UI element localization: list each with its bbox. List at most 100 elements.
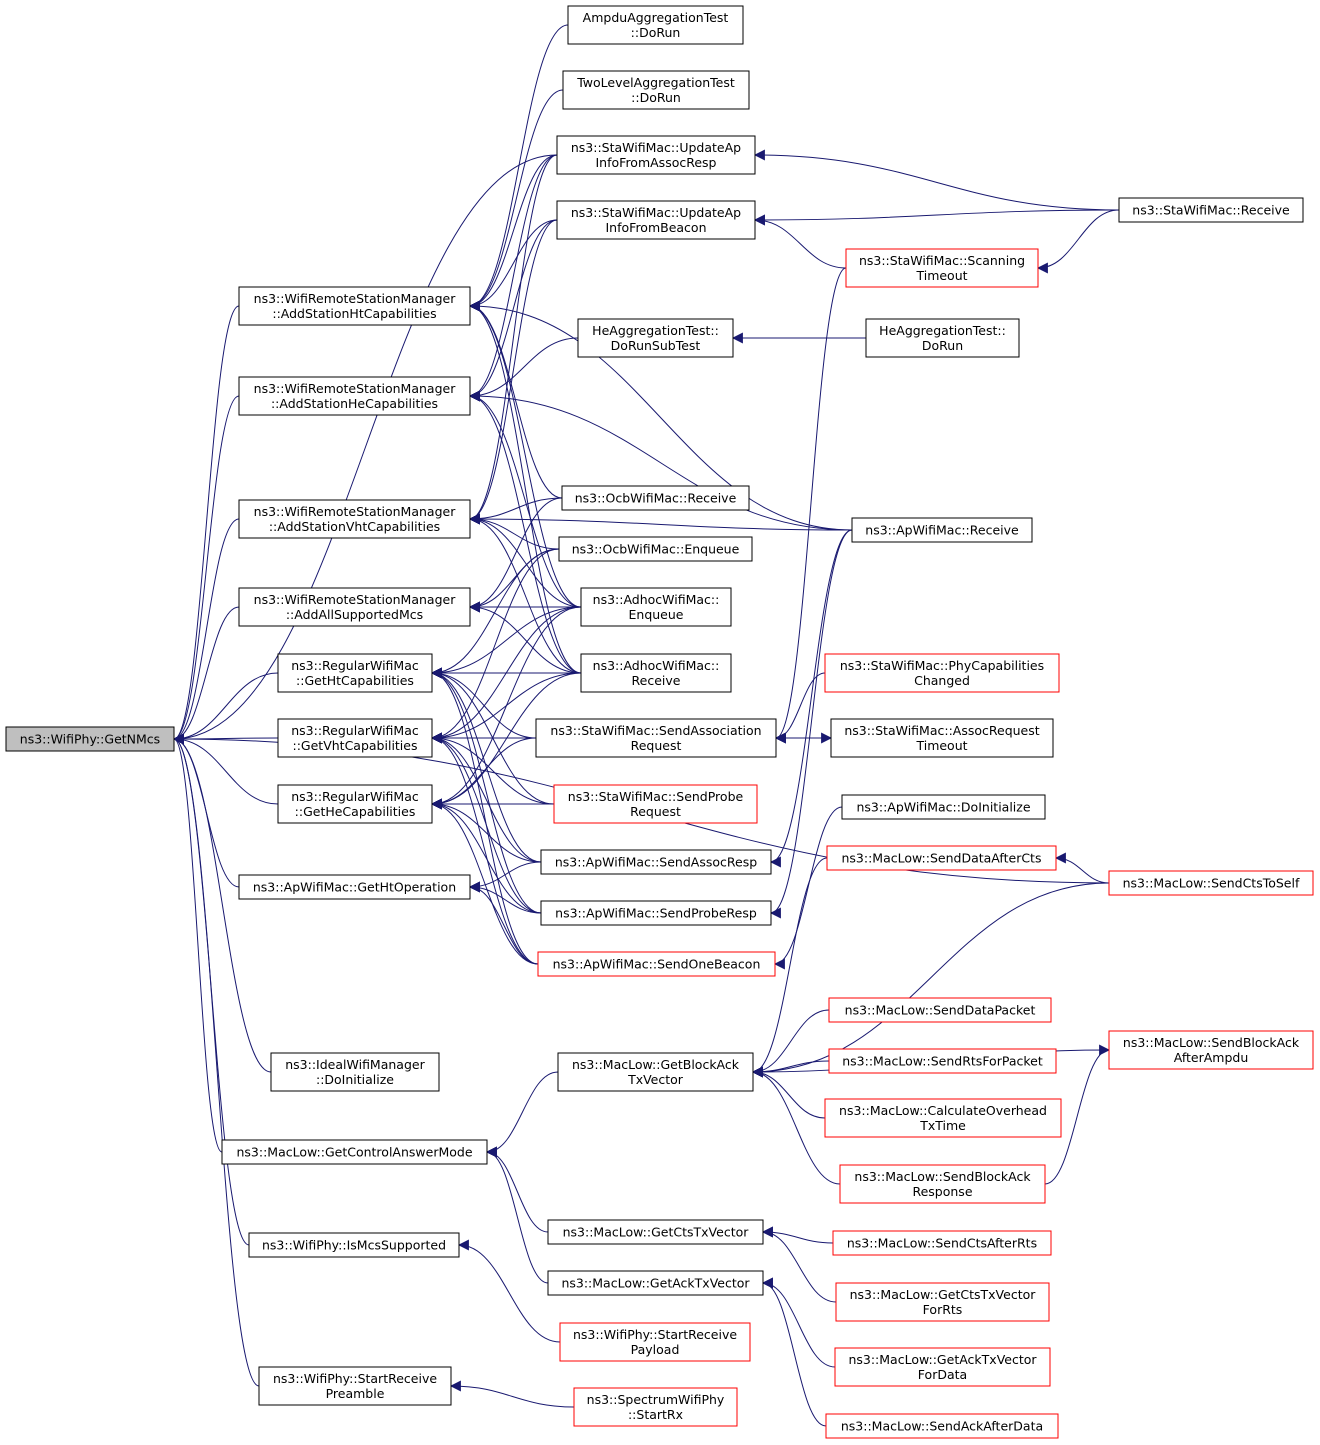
node-label: ns3::ApWifiMac::SendProbeResp: [555, 906, 757, 921]
node-box: [553, 784, 758, 824]
edge-getBlockAck-to-sendCtsToSelf: [751, 882, 1110, 1078]
node-specRx[interactable]: ns3::SpectrumWifiPhy::StartRx: [573, 1387, 738, 1427]
node-label: ForData: [918, 1367, 967, 1382]
edge-updBeacon-to-scanTimeout: [753, 214, 847, 269]
edge-addHt-to-updBeacon: [468, 219, 558, 312]
node-addHt[interactable]: ns3::WifiRemoteStationManager::AddStatio…: [238, 286, 471, 326]
node-label: ns3::ApWifiMac::SendOneBeacon: [553, 957, 761, 972]
node-ocbRecv[interactable]: ns3::OcbWifiMac::Receive: [561, 485, 750, 511]
node-addAll[interactable]: ns3::WifiRemoteStationManager::AddAllSup…: [238, 587, 471, 627]
edge-addHt-to-updAssoc: [468, 154, 558, 312]
node-isMcs[interactable]: ns3::WifiPhy::IsMcsSupported: [248, 1232, 460, 1258]
node-getCts[interactable]: ns3::MacLow::GetCtsTxVector: [547, 1219, 764, 1245]
node-getHt[interactable]: ns3::RegularWifiMac::GetHtCapabilities: [277, 653, 433, 693]
node-addVht[interactable]: ns3::WifiRemoteStationManager::AddStatio…: [238, 499, 471, 539]
edge-getHt-to-sendOneBeacon: [430, 667, 539, 965]
edge-root-to-idealInit: [172, 733, 272, 1073]
node-sendCtsToSelf[interactable]: ns3::MacLow::SendCtsToSelf: [1108, 870, 1314, 896]
node-updAssoc[interactable]: ns3::StaWifiMac::UpdateApInfoFromAssocRe…: [556, 135, 756, 175]
edge-addVht-to-ocbEnq: [468, 513, 560, 550]
edge-root-to-startPre: [172, 733, 260, 1387]
node-sendDataAfterCts[interactable]: ns3::MacLow::SendDataAfterCts: [826, 845, 1057, 871]
node-adhocEnq[interactable]: ns3::AdhocWifiMac::Enqueue: [580, 587, 732, 627]
node-sendAssocResp[interactable]: ns3::ApWifiMac::SendAssocResp: [540, 849, 772, 875]
node-box: [841, 794, 1046, 820]
node-ocbEnq[interactable]: ns3::OcbWifiMac::Enqueue: [558, 536, 753, 562]
node-getAck[interactable]: ns3::MacLow::GetAckTxVector: [547, 1270, 764, 1296]
edge-addVht-to-ocbRecv: [468, 497, 563, 525]
node-ctrlMode[interactable]: ns3::MacLow::GetControlAnswerMode: [221, 1139, 488, 1165]
node-label: ns3::StaWifiMac::UpdateAp: [571, 140, 741, 155]
node-label: ns3::MacLow::CalculateOverhead: [839, 1103, 1047, 1118]
node-label: ns3::WifiRemoteStationManager: [254, 291, 457, 306]
edge-sendAssocResp-to-apRecv: [769, 529, 853, 868]
node-apRecv[interactable]: ns3::ApWifiMac::Receive: [851, 517, 1033, 543]
node-label: ns3::ApWifiMac::SendAssocResp: [555, 855, 757, 870]
node-sendAckAfterData[interactable]: ns3::MacLow::SendAckAfterData: [825, 1413, 1059, 1439]
node-idealInit[interactable]: ns3::IdealWifiManager::DoInitialize: [270, 1052, 440, 1092]
node-box: [824, 1098, 1062, 1138]
edge-getHt-to-adhocEnq: [430, 606, 582, 679]
edge-root-to-addVht: [172, 518, 240, 745]
node-sendOneBeacon[interactable]: ns3::ApWifiMac::SendOneBeacon: [537, 951, 776, 977]
node-ampdu[interactable]: AmpduAggregationTest::DoRun: [567, 5, 744, 45]
node-label: DoRun: [922, 338, 963, 353]
node-box: [562, 70, 750, 110]
node-heDoRun[interactable]: HeAggregationTest::DoRun: [865, 318, 1020, 358]
node-twoLevel[interactable]: TwoLevelAggregationTest::DoRun: [562, 70, 750, 110]
edge-root-to-getHt: [172, 672, 279, 745]
node-label: Timeout: [915, 268, 967, 283]
node-label: ns3::SpectrumWifiPhy: [587, 1392, 725, 1407]
edge-addAll-to-adhocRecv: [468, 601, 582, 674]
node-staRecv[interactable]: ns3::StaWifiMac::Receive: [1118, 197, 1304, 223]
node-label: ns3::MacLow::GetBlockAck: [572, 1057, 740, 1072]
node-label: ns3::WifiRemoteStationManager: [254, 592, 457, 607]
edge-addHt-to-twoLevel: [468, 89, 564, 312]
node-label: ns3::WifiRemoteStationManager: [254, 381, 457, 396]
edge-updBeacon-to-staRecv: [753, 209, 1120, 226]
node-box: [556, 135, 756, 175]
node-box: [845, 248, 1039, 288]
node-label: Enqueue: [629, 607, 684, 622]
node-heSub[interactable]: HeAggregationTest::DoRunSubTest: [577, 318, 734, 358]
node-addHe[interactable]: ns3::WifiRemoteStationManager::AddStatio…: [238, 376, 471, 416]
node-label: ::StartRx: [628, 1407, 683, 1422]
node-sendRtsForPacket[interactable]: ns3::MacLow::SendRtsForPacket: [828, 1048, 1057, 1074]
edge-addVht-to-updAssoc: [468, 154, 558, 525]
edge-addHe-to-adhocEnq: [468, 390, 582, 608]
node-label: HeAggregationTest::: [592, 323, 719, 338]
node-getHtOp[interactable]: ns3::ApWifiMac::GetHtOperation: [238, 874, 471, 900]
node-box: [828, 1048, 1057, 1074]
node-label: DoRunSubTest: [611, 338, 701, 353]
node-apInit[interactable]: ns3::ApWifiMac::DoInitialize: [841, 794, 1046, 820]
node-label: ::DoRun: [631, 25, 681, 40]
edge-getHe-to-sendAssocReq: [430, 737, 537, 810]
node-root[interactable]: ns3::WifiPhy::GetNMcs: [5, 726, 175, 752]
edge-addHe-to-heSub: [468, 337, 579, 402]
node-sendProbeResp[interactable]: ns3::ApWifiMac::SendProbeResp: [540, 900, 772, 926]
edge-getCts-to-getCtsForRts: [761, 1226, 837, 1303]
edge-addHt-to-apRecv: [468, 300, 853, 531]
node-getHe[interactable]: ns3::RegularWifiMac::GetHeCapabilities: [277, 784, 433, 824]
node-sendDataPacket[interactable]: ns3::MacLow::SendDataPacket: [828, 997, 1052, 1023]
node-adhocRecv[interactable]: ns3::AdhocWifiMac::Receive: [580, 653, 732, 693]
node-sendCtsAfterRts[interactable]: ns3::MacLow::SendCtsAfterRts: [832, 1230, 1052, 1256]
edge-addVht-to-adhocEnq: [468, 513, 582, 608]
node-getVht[interactable]: ns3::RegularWifiMac::GetVhtCapabilities: [277, 718, 433, 758]
node-label: ns3::OcbWifiMac::Enqueue: [572, 542, 740, 557]
edge-ctrlMode-to-getBlockAck: [485, 1071, 559, 1158]
